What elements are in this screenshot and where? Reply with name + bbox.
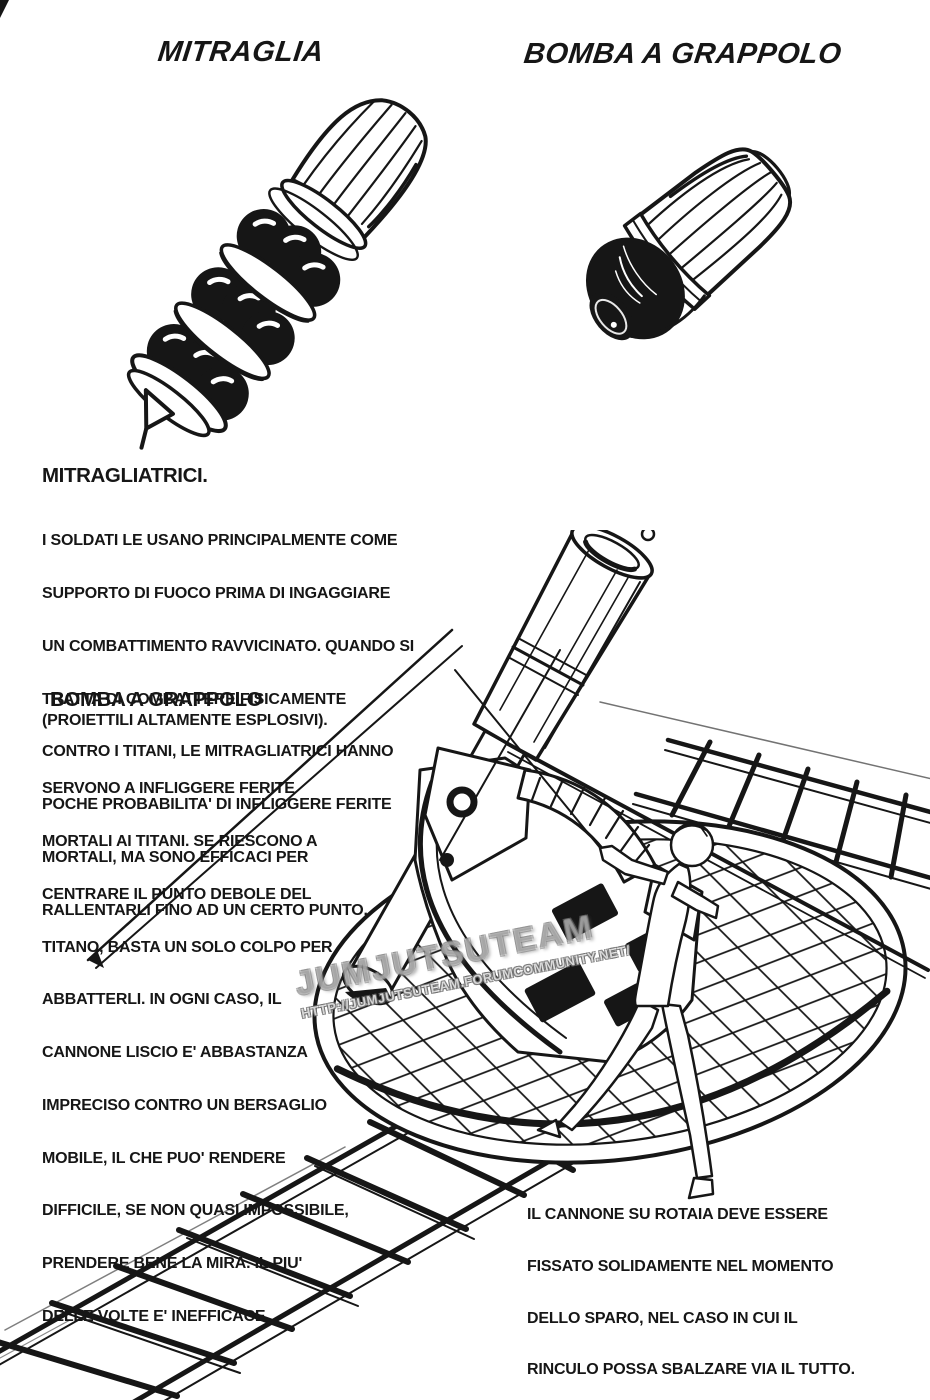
cluster-bomb-nose [585,237,706,341]
grappolo-paragraph: SERVONO A INFLIGGERE FERITE MORTALI AI T… [42,780,349,1325]
aiming-lever-rod [506,742,930,979]
grappolo-heading: BOMBA A GRAPPOLO [50,688,263,711]
grapeshot-rings [173,178,368,382]
rail-cannon-scene-illustration [0,530,930,1400]
mitraglia-title: MITRAGLIA [156,36,326,68]
grapeshot-shell-illustration [126,98,428,450]
rail-track-upper [599,701,930,890]
cluster-bomb-shell [585,147,793,341]
grapeshot-ball-highlights [162,218,326,385]
grapeshot-base [126,353,228,450]
grapeshot-shell [126,98,428,450]
scan-corner-mark [0,0,9,18]
grappolo-title: BOMBA A GRAPPOLO [522,38,844,70]
mitragliatrici-paragraph: I SOLDATI LE USANO PRINCIPALMENTE COME S… [42,532,415,919]
crewman-figure [536,822,720,1200]
cannone-caption: IL CANNONE SU ROTAIA DEVE ESSERE FISSATO… [527,1206,855,1379]
rail-track-lower [0,1087,576,1400]
cluster-bomb-illustration [585,147,793,341]
guy-wire [86,628,463,969]
grappolo-subheading: (PROIETTILI ALTAMENTE ESPLOSIVI). [42,712,328,729]
mitragliatrici-heading: MITRAGLIATRICI. [42,464,208,487]
